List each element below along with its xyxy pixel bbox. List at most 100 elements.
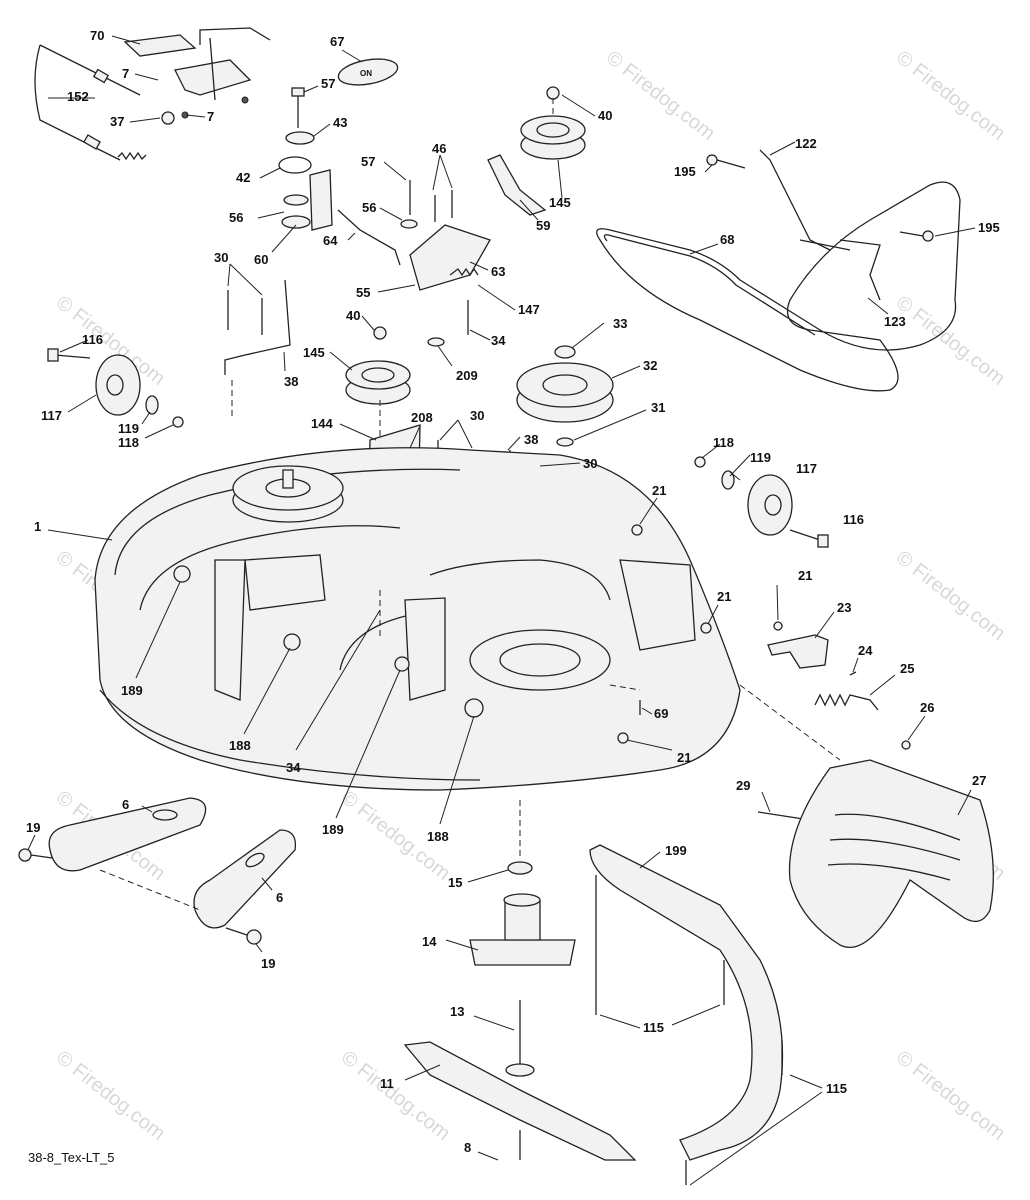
callout-119: 119 bbox=[118, 421, 139, 436]
callout-23: 23 bbox=[837, 600, 851, 615]
bracket-38-left bbox=[224, 279, 291, 420]
callout-40: 40 bbox=[598, 108, 612, 123]
spindle-pulley-32 bbox=[516, 345, 614, 700]
callout-43: 43 bbox=[333, 115, 347, 130]
callout-64: 64 bbox=[323, 233, 338, 248]
callout-55: 55 bbox=[356, 285, 370, 300]
deck-hangers bbox=[18, 797, 297, 945]
callout-30: 30 bbox=[583, 456, 597, 471]
callout-118: 118 bbox=[713, 435, 734, 450]
gauge-wheel-left bbox=[47, 348, 184, 428]
callout-21: 21 bbox=[717, 589, 731, 604]
watermark: © Firedog.com bbox=[892, 47, 1009, 145]
callout-30: 30 bbox=[470, 408, 484, 423]
callout-188: 188 bbox=[427, 829, 449, 844]
idler-pulley-upper bbox=[520, 86, 586, 160]
callout-8: 8 bbox=[464, 1140, 471, 1155]
callout-32: 32 bbox=[643, 358, 657, 373]
callout-29: 29 bbox=[736, 778, 750, 793]
callout-19: 19 bbox=[26, 820, 40, 835]
callout-195: 195 bbox=[978, 220, 1000, 235]
callout-15: 15 bbox=[448, 875, 462, 890]
watermark: © Firedog.com bbox=[892, 292, 1009, 390]
callout-19: 19 bbox=[261, 956, 275, 971]
watermark: © Firedog.com bbox=[892, 547, 1009, 645]
callout-115: 115 bbox=[826, 1081, 847, 1096]
callout-152: 152 bbox=[67, 89, 89, 104]
callout-57: 57 bbox=[321, 76, 335, 91]
blade-spindle bbox=[403, 800, 637, 1161]
svg-text:ON: ON bbox=[360, 69, 372, 78]
callout-34: 34 bbox=[491, 333, 506, 348]
callout-33: 33 bbox=[613, 316, 627, 331]
idler-pulley-lower bbox=[345, 326, 411, 520]
callout-209: 209 bbox=[456, 368, 478, 383]
idler-bracket-63 bbox=[409, 224, 491, 347]
callout-13: 13 bbox=[450, 1004, 464, 1019]
callout-60: 60 bbox=[254, 252, 268, 267]
callout-117: 117 bbox=[796, 461, 817, 476]
callout-6: 6 bbox=[122, 797, 129, 812]
callout-56: 56 bbox=[362, 200, 376, 215]
callout-7: 7 bbox=[122, 66, 129, 81]
callout-199: 199 bbox=[665, 843, 687, 858]
callout-189: 189 bbox=[322, 822, 344, 837]
callout-115: 115 bbox=[643, 1020, 664, 1035]
callout-70: 70 bbox=[90, 28, 104, 43]
callout-1: 1 bbox=[34, 519, 41, 534]
callout-30: 30 bbox=[214, 250, 228, 265]
discharge-chute-assembly bbox=[739, 621, 994, 948]
watermark: © Firedog.com bbox=[602, 47, 719, 145]
idler-bracket-59 bbox=[400, 154, 547, 229]
deck-baffle bbox=[589, 844, 784, 1185]
callout-195: 195 bbox=[674, 164, 696, 179]
callout-26: 26 bbox=[920, 700, 934, 715]
callout-21: 21 bbox=[677, 750, 691, 765]
callout-59: 59 bbox=[536, 218, 550, 233]
watermark: © Firedog.com bbox=[52, 1047, 169, 1145]
callout-7: 7 bbox=[207, 109, 214, 124]
callout-68: 68 bbox=[720, 232, 734, 247]
callout-46: 46 bbox=[432, 141, 446, 156]
callout-145: 145 bbox=[549, 195, 571, 210]
callout-69: 69 bbox=[654, 706, 668, 721]
callout-27: 27 bbox=[972, 773, 986, 788]
callout-labels: 70 67 7 7 57 152 37 43 40 145 42 57 46 5… bbox=[26, 28, 1000, 1155]
callout-118: 118 bbox=[118, 435, 139, 450]
callout-122: 122 bbox=[795, 136, 817, 151]
diagram-code: 38-8_Tex-LT_5 bbox=[28, 1150, 114, 1165]
callout-14: 14 bbox=[422, 934, 437, 949]
lift-bracket-assembly: ON bbox=[34, 27, 399, 161]
callout-21: 21 bbox=[798, 568, 812, 583]
callout-116: 116 bbox=[843, 512, 864, 527]
callout-38: 38 bbox=[524, 432, 538, 447]
callout-63: 63 bbox=[491, 264, 505, 279]
callout-123: 123 bbox=[884, 314, 906, 329]
callout-38: 38 bbox=[284, 374, 298, 389]
idler-arm-hardware bbox=[278, 87, 401, 266]
mower-deck bbox=[94, 447, 741, 791]
callout-11: 11 bbox=[380, 1076, 394, 1091]
callout-57: 57 bbox=[361, 154, 375, 169]
callout-145: 145 bbox=[303, 345, 325, 360]
callout-31: 31 bbox=[651, 400, 665, 415]
callout-56: 56 bbox=[229, 210, 243, 225]
callout-42: 42 bbox=[236, 170, 250, 185]
callout-40: 40 bbox=[346, 308, 360, 323]
leader-lines bbox=[27, 35, 976, 1186]
callout-34: 34 bbox=[286, 760, 301, 775]
callout-24: 24 bbox=[858, 643, 873, 658]
callout-116: 116 bbox=[82, 332, 103, 347]
drive-belt bbox=[596, 149, 961, 392]
callout-147: 147 bbox=[518, 302, 540, 317]
callout-188: 188 bbox=[229, 738, 251, 753]
callout-67: 67 bbox=[330, 34, 344, 49]
callout-37: 37 bbox=[110, 114, 124, 129]
callout-21: 21 bbox=[652, 483, 666, 498]
watermark: © Firedog.com bbox=[892, 1047, 1009, 1145]
callout-144: 144 bbox=[311, 416, 333, 431]
callout-25: 25 bbox=[900, 661, 914, 676]
callout-117: 117 bbox=[41, 408, 62, 423]
callout-119: 119 bbox=[750, 450, 771, 465]
